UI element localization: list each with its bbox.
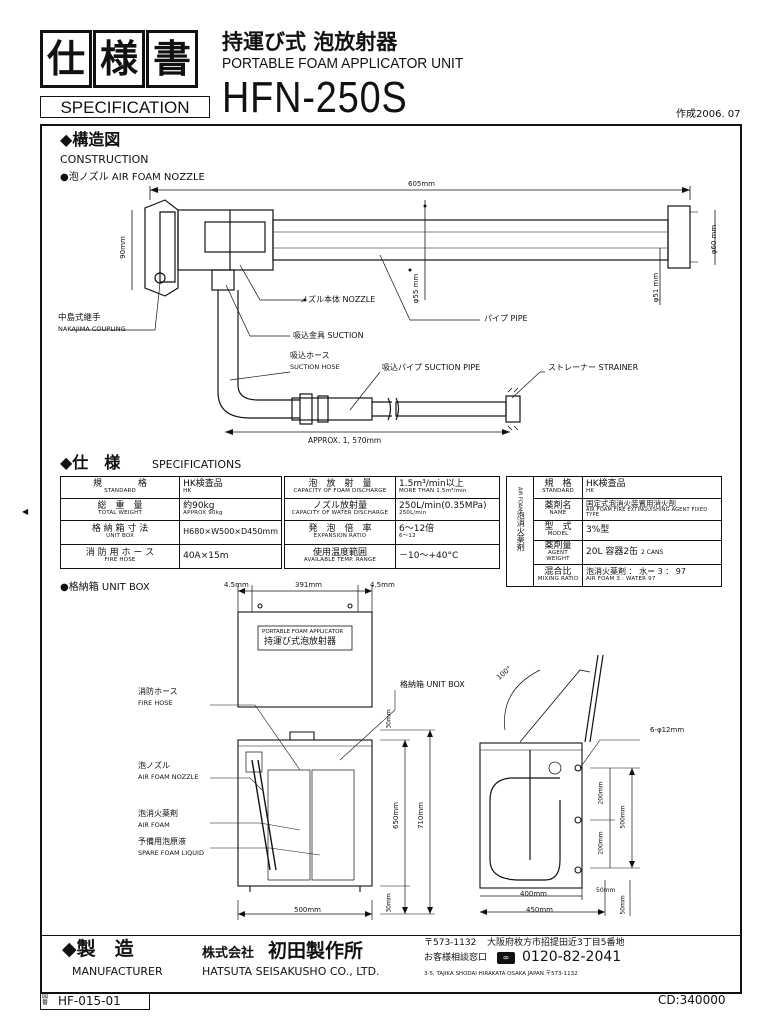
drawing-number: HF-015-01 bbox=[58, 994, 121, 1008]
unit-box-heading: ●格納箱 UNIT BOX bbox=[60, 582, 150, 593]
dim-4-5-left: 4.5mm bbox=[224, 581, 249, 589]
agent-side-label: 泡消火薬剤 bbox=[516, 511, 526, 552]
address-en: 3-5, TAJIKA SHODAI HIRAKATA OSAKA JAPAN … bbox=[424, 971, 578, 977]
spec-heading: ◆仕 様 bbox=[60, 453, 121, 472]
main-frame bbox=[40, 124, 742, 994]
drawing-number-box bbox=[40, 992, 150, 1010]
dim-4-5-right: 4.5mm bbox=[370, 581, 395, 589]
dim-phi60: φ60 mm bbox=[710, 224, 719, 255]
spare-label-jp: 予備用泡原液 bbox=[138, 837, 186, 846]
dim-6-phi12: 6-φ12mm bbox=[650, 726, 685, 734]
created-date: 作成2006. 07 bbox=[676, 109, 741, 120]
dim-50-side: 50mm bbox=[596, 887, 616, 894]
dim-710: 710mm bbox=[417, 802, 425, 829]
dim-391: 391mm bbox=[295, 581, 322, 589]
title-kanji-3: 書 bbox=[146, 30, 198, 88]
suction-hose-label-en: SUCTION HOSE bbox=[290, 363, 340, 371]
title-en: PORTABLE FOAM APPLICATOR UNIT bbox=[222, 55, 464, 72]
spare-label-en: SPARE FOAM LIQUID bbox=[138, 849, 204, 857]
dim-30-bottom: 30mm bbox=[385, 893, 393, 913]
unit-box-label: 格納箱 UNIT BOX bbox=[400, 680, 465, 689]
dim-400: 400mm bbox=[520, 890, 547, 898]
nozzle-drawing bbox=[70, 186, 716, 435]
dim-450: 450mm bbox=[526, 906, 553, 914]
unit-box-drawing bbox=[210, 585, 640, 920]
dim-500-vertical: 500mm bbox=[619, 805, 627, 829]
drawing-mark: 図番 bbox=[42, 993, 49, 1006]
address-jp: 大阪府枚方市招提田近3丁目5番地 bbox=[487, 938, 625, 948]
pipe-label: パイプ PIPE bbox=[484, 314, 528, 323]
company-name-jp: 初田製作所 bbox=[268, 940, 364, 962]
title-kanji-1: 仕 bbox=[40, 30, 92, 88]
model-number: HFN-250S bbox=[222, 73, 408, 122]
dim-phi51: φ51 mm bbox=[652, 272, 661, 303]
nozzle-label: ●泡ノズル AIR FOAM NOZZLE bbox=[60, 172, 205, 183]
box-nozzle-label-jp: 泡ノズル bbox=[138, 761, 170, 770]
suction-fitting-label: 吸込金具 SUCTION bbox=[293, 331, 364, 340]
nozzle-body-label: ノズル本体 NOZZLE bbox=[300, 295, 376, 304]
agent-label-jp: 泡消火薬剤 bbox=[138, 809, 178, 818]
coupling-label-jp: 中島式継手 bbox=[58, 313, 101, 323]
construction-heading: ◆構造図 bbox=[60, 130, 121, 149]
coupling-label-en: NAKAJIMA COUPLING bbox=[58, 325, 126, 333]
fire-hose-label-en: FIRE HOSE bbox=[138, 699, 173, 707]
free-dial-icon: ∞ bbox=[497, 952, 515, 964]
suction-pipe-label: 吸込パイプ SUCTION PIPE bbox=[382, 363, 481, 372]
plate-text-jp: 持運び式泡放射器 bbox=[264, 637, 337, 647]
construction-heading-en: CONSTRUCTION bbox=[60, 153, 149, 166]
dim-phi55: φ55 mm bbox=[412, 273, 421, 304]
dim-605: 605mm bbox=[408, 180, 435, 188]
manufacturer-heading-en: MANUFACTURER bbox=[72, 965, 163, 978]
plate-text-en: PORTABLE FOAM APPLICATOR bbox=[262, 629, 344, 635]
manufacturer-heading: ◆製 造 bbox=[62, 938, 134, 960]
spec-heading-en: SPECIFICATIONS bbox=[152, 458, 242, 471]
fire-hose-label-jp: 消防ホース bbox=[138, 687, 178, 696]
agent-label-en: AIR FOAM bbox=[138, 821, 170, 829]
dim-650: 650mm bbox=[392, 802, 400, 829]
strainer-label: ストレーナー STRAINER bbox=[548, 363, 639, 372]
cd-number: CD:340000 bbox=[658, 993, 726, 1007]
dim-200-upper: 200mm bbox=[597, 781, 605, 805]
company-name-en: HATSUTA SEISAKUSHO CO., LTD. bbox=[202, 965, 380, 978]
contact-label: お客様相談窓口 bbox=[424, 953, 488, 963]
company-prefix: 株式会社 bbox=[202, 946, 255, 961]
title-kanji-2: 様 bbox=[93, 30, 145, 88]
free-dial-number: 0120-82-2041 bbox=[522, 949, 622, 965]
frame-divider bbox=[40, 935, 740, 936]
page-marker-icon: ◀ bbox=[22, 507, 29, 516]
dim-500-width: 500mm bbox=[294, 906, 321, 914]
agent-side-label-en: AIR FOAM bbox=[516, 487, 523, 512]
dim-approx: APPROX. 1, 570mm bbox=[308, 436, 382, 445]
suction-hose-label-jp: 吸込ホース bbox=[290, 351, 330, 360]
dim-50-bottom: 50mm bbox=[619, 895, 627, 915]
dim-90: 90mm bbox=[118, 236, 127, 259]
postal-code: 〒573-1132 bbox=[424, 938, 477, 948]
spec-label: SPECIFICATION bbox=[40, 96, 210, 118]
box-nozzle-label-en: AIR FOAM NOZZLE bbox=[138, 773, 199, 781]
dim-200-lower: 200mm bbox=[597, 831, 605, 855]
dim-30-top: 30mm bbox=[385, 709, 393, 729]
title-jp: 持運び式 泡放射器 bbox=[222, 30, 398, 54]
